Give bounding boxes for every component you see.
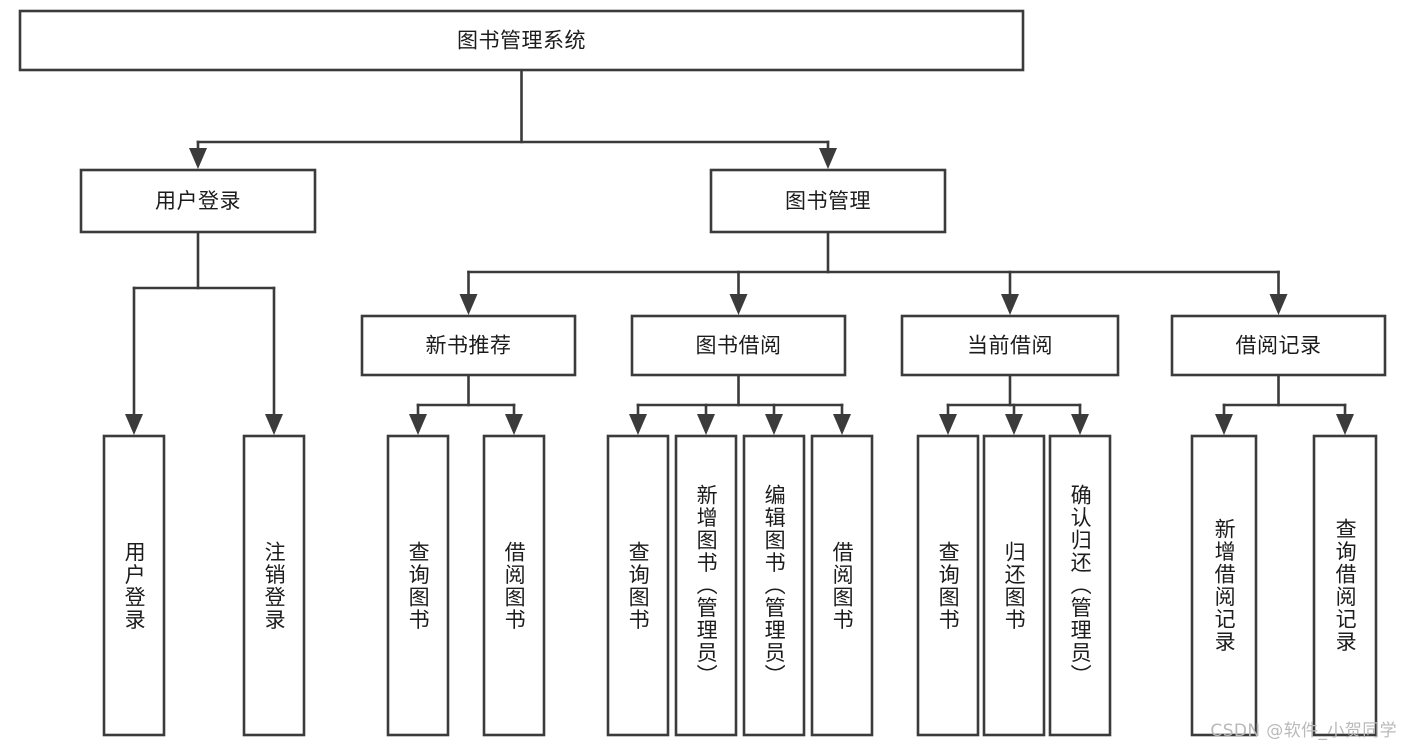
node-box[interactable] xyxy=(79,168,317,234)
node-box[interactable] xyxy=(482,434,546,737)
node-leaf-query-book-3[interactable] xyxy=(916,434,980,737)
node-borrow-record[interactable]: 借阅记录 xyxy=(1170,314,1387,377)
node-box[interactable] xyxy=(102,434,166,737)
arrow-head-icon xyxy=(629,414,647,435)
node-leaf-return-book[interactable] xyxy=(982,434,1046,737)
node-book-manage[interactable]: 图书管理 xyxy=(709,168,947,234)
arrow-head-icon xyxy=(409,414,427,435)
arrow-head-icon xyxy=(1215,414,1233,435)
node-current-borrow[interactable]: 当前借阅 xyxy=(900,314,1120,377)
arrow-head-icon xyxy=(1269,294,1288,315)
arrow-head-icon xyxy=(697,414,715,435)
watermark-text: CSDN @软件_小贺同学 xyxy=(1210,721,1397,741)
arrow-head-icon xyxy=(505,414,523,435)
node-leaf-query-record[interactable] xyxy=(1312,434,1378,737)
node-root[interactable]: 图书管理系统 xyxy=(18,9,1025,72)
node-leaf-edit-book[interactable] xyxy=(742,434,806,737)
arrow-head-icon xyxy=(765,414,783,435)
node-new-book-rec[interactable]: 新书推荐 xyxy=(360,314,577,377)
node-box[interactable] xyxy=(1048,434,1112,737)
arrow-head-icon xyxy=(1071,414,1089,435)
node-label: 新书推荐 xyxy=(426,334,512,358)
node-box[interactable] xyxy=(606,434,670,737)
node-leaf-query-book-2[interactable] xyxy=(606,434,670,737)
node-box[interactable] xyxy=(18,9,1025,72)
arrow-head-icon xyxy=(819,148,837,169)
node-box[interactable] xyxy=(1190,434,1258,737)
arrow-head-icon xyxy=(833,414,851,435)
node-box[interactable] xyxy=(386,434,450,737)
node-user-login[interactable]: 用户登录 xyxy=(79,168,317,234)
arrow-head-icon xyxy=(939,414,957,435)
arrow-head-icon xyxy=(125,414,143,435)
node-leaf-add-book[interactable] xyxy=(674,434,738,737)
node-box[interactable] xyxy=(242,434,306,737)
node-leaf-confirm-return[interactable] xyxy=(1048,434,1112,737)
arrow-head-icon xyxy=(1005,414,1023,435)
node-label: 当前借阅 xyxy=(967,334,1053,358)
connector-layer xyxy=(125,68,1354,435)
node-leaf-user-login[interactable] xyxy=(102,434,166,737)
node-box[interactable] xyxy=(916,434,980,737)
node-box[interactable] xyxy=(709,168,947,234)
arrow-head-icon xyxy=(265,414,283,435)
node-leaf-add-record[interactable] xyxy=(1190,434,1258,737)
node-box[interactable] xyxy=(674,434,738,737)
arrow-head-icon xyxy=(189,148,207,169)
arrow-head-icon xyxy=(459,294,478,315)
arrow-head-icon xyxy=(1336,414,1354,435)
node-box[interactable] xyxy=(742,434,806,737)
node-label: 图书管理 xyxy=(785,189,871,213)
node-label: 用户登录 xyxy=(155,189,241,213)
node-box[interactable] xyxy=(810,434,874,737)
node-leaf-borrow-book-1[interactable] xyxy=(482,434,546,737)
node-label: 图书借阅 xyxy=(696,334,782,358)
arrow-head-icon xyxy=(729,294,748,315)
node-label: 借阅记录 xyxy=(1236,334,1322,358)
node-box[interactable] xyxy=(360,314,577,377)
node-box[interactable] xyxy=(982,434,1046,737)
node-label: 图书管理系统 xyxy=(457,29,586,53)
node-box[interactable] xyxy=(900,314,1120,377)
node-leaf-borrow-book-2[interactable] xyxy=(810,434,874,737)
node-book-borrow[interactable]: 图书借阅 xyxy=(630,314,847,377)
arrow-head-icon xyxy=(1001,294,1019,315)
node-leaf-query-book-1[interactable] xyxy=(386,434,450,737)
node-leaf-logout[interactable] xyxy=(242,434,306,737)
node-box[interactable] xyxy=(1170,314,1387,377)
node-box[interactable] xyxy=(1312,434,1378,737)
node-box[interactable] xyxy=(630,314,847,377)
